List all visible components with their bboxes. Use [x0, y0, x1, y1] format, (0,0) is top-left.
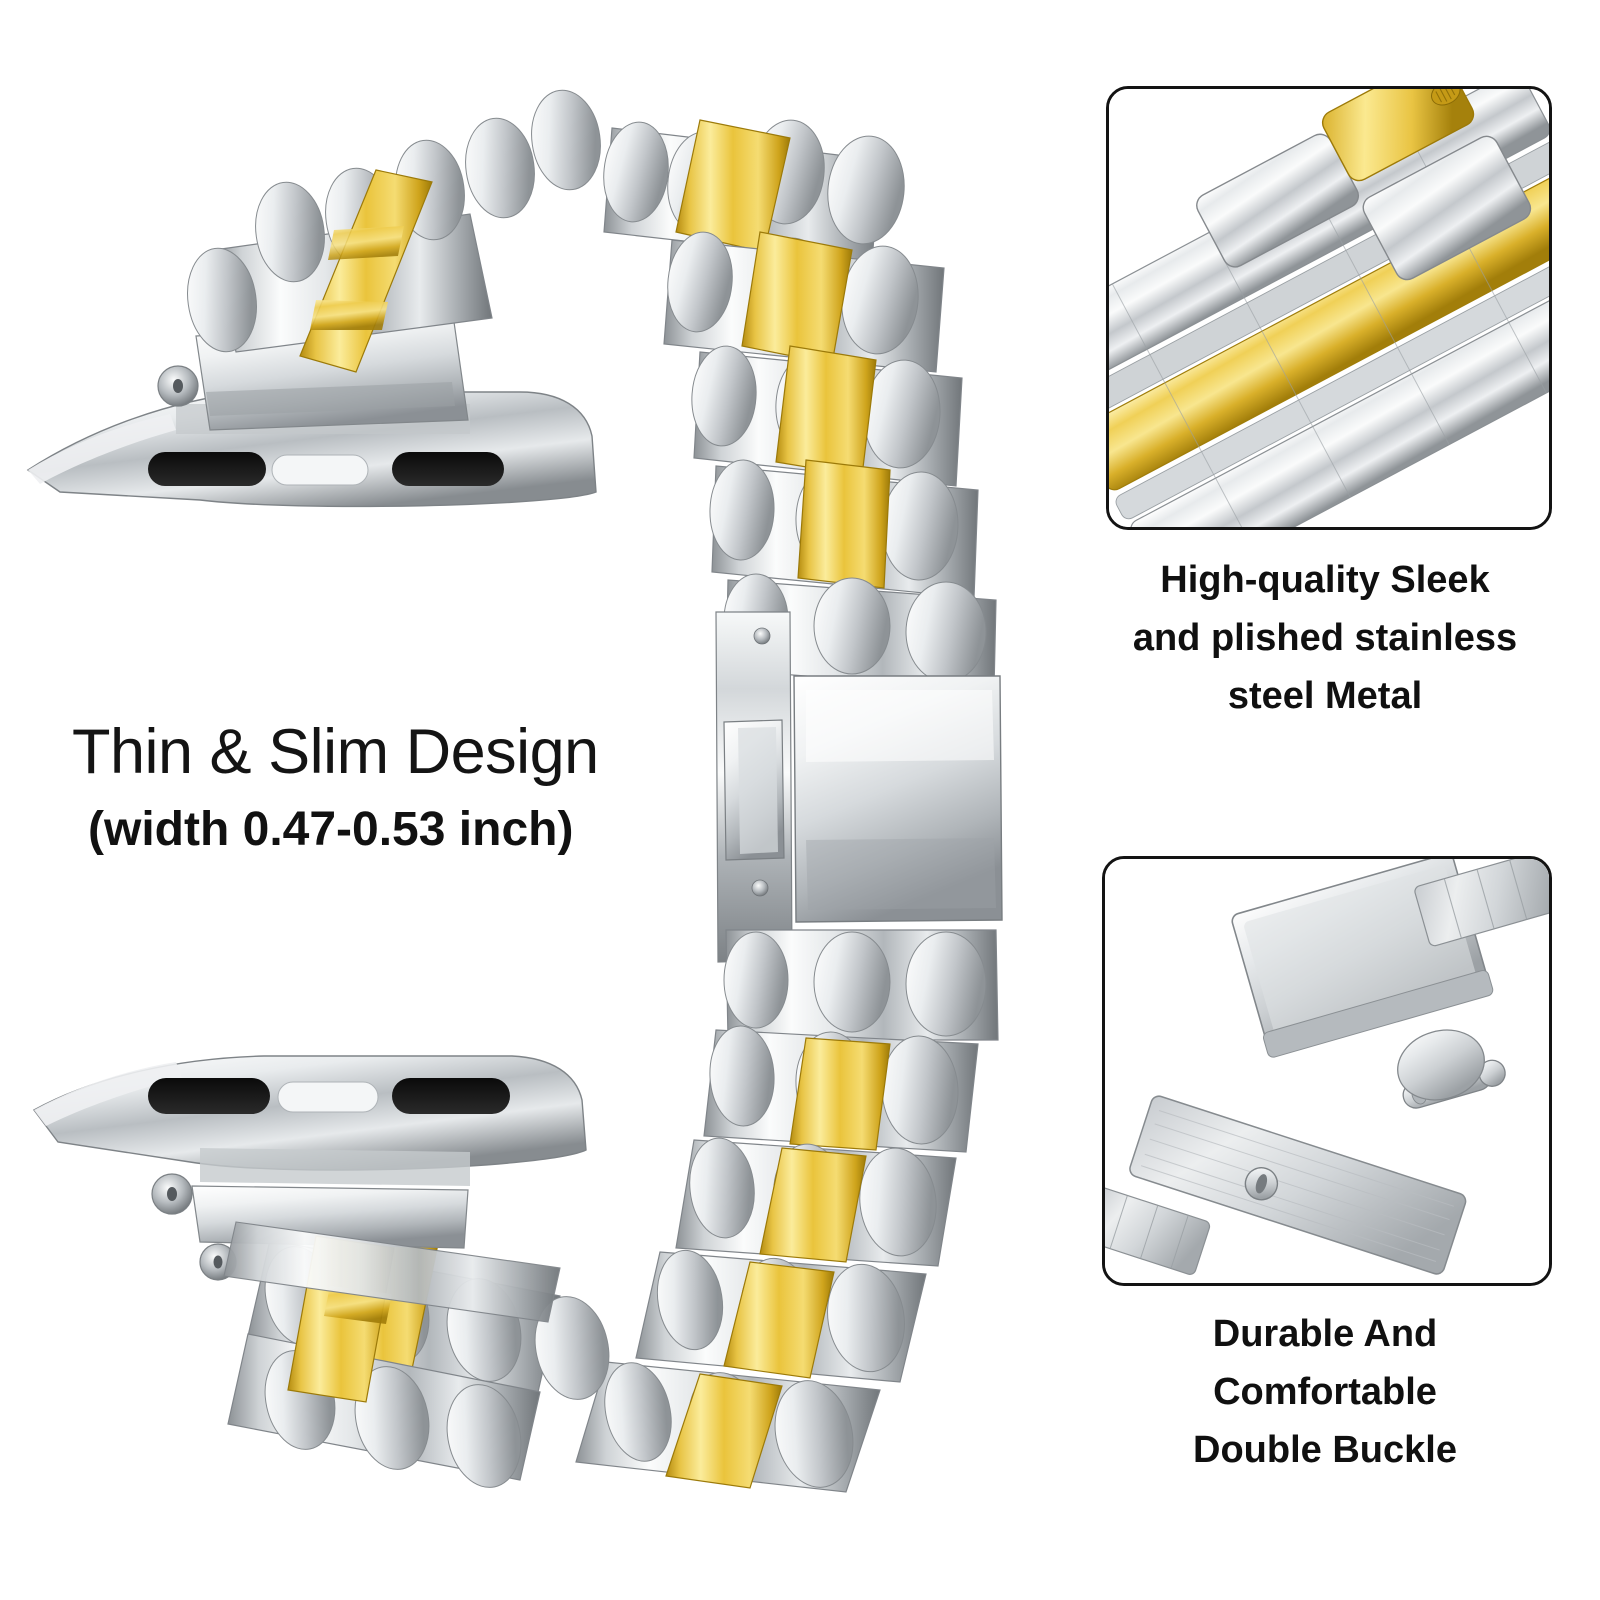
inset-2-caption: Durable And Comfortable Double Buckle	[1090, 1306, 1560, 1479]
caption-line: Durable And	[1212, 1313, 1438, 1355]
caption-line: Double Buckle	[1193, 1428, 1457, 1471]
inset-photo-polished-links	[1106, 86, 1552, 530]
lower-lug-adapter	[32, 1055, 587, 1403]
upper-link-chain	[187, 89, 997, 691]
caption-line: High-quality Sleek	[1160, 559, 1490, 601]
caption-line: Comfortable	[1213, 1370, 1437, 1413]
headline-subtitle: (width 0.47-0.53 inch)	[88, 803, 574, 857]
inset-photo-double-buckle	[1102, 856, 1552, 1286]
closeup-polished-links-illustration	[1109, 89, 1549, 527]
main-product-illustration	[26, 89, 1003, 1493]
caption-line: steel Metal	[1227, 674, 1423, 717]
inset-1-caption: High-quality Sleek and plished stainless…	[1090, 552, 1560, 725]
headline-block: Thin & Slim Design (width 0.47-0.53 inch…	[72, 718, 712, 860]
caption-line: and plished stainless	[1132, 616, 1518, 659]
folding-clasp-plate	[715, 611, 1003, 963]
closeup-double-buckle-illustration	[1105, 859, 1549, 1283]
page-title: Thin & Slim Design	[72, 717, 599, 787]
upper-lug-adapter	[26, 311, 597, 508]
